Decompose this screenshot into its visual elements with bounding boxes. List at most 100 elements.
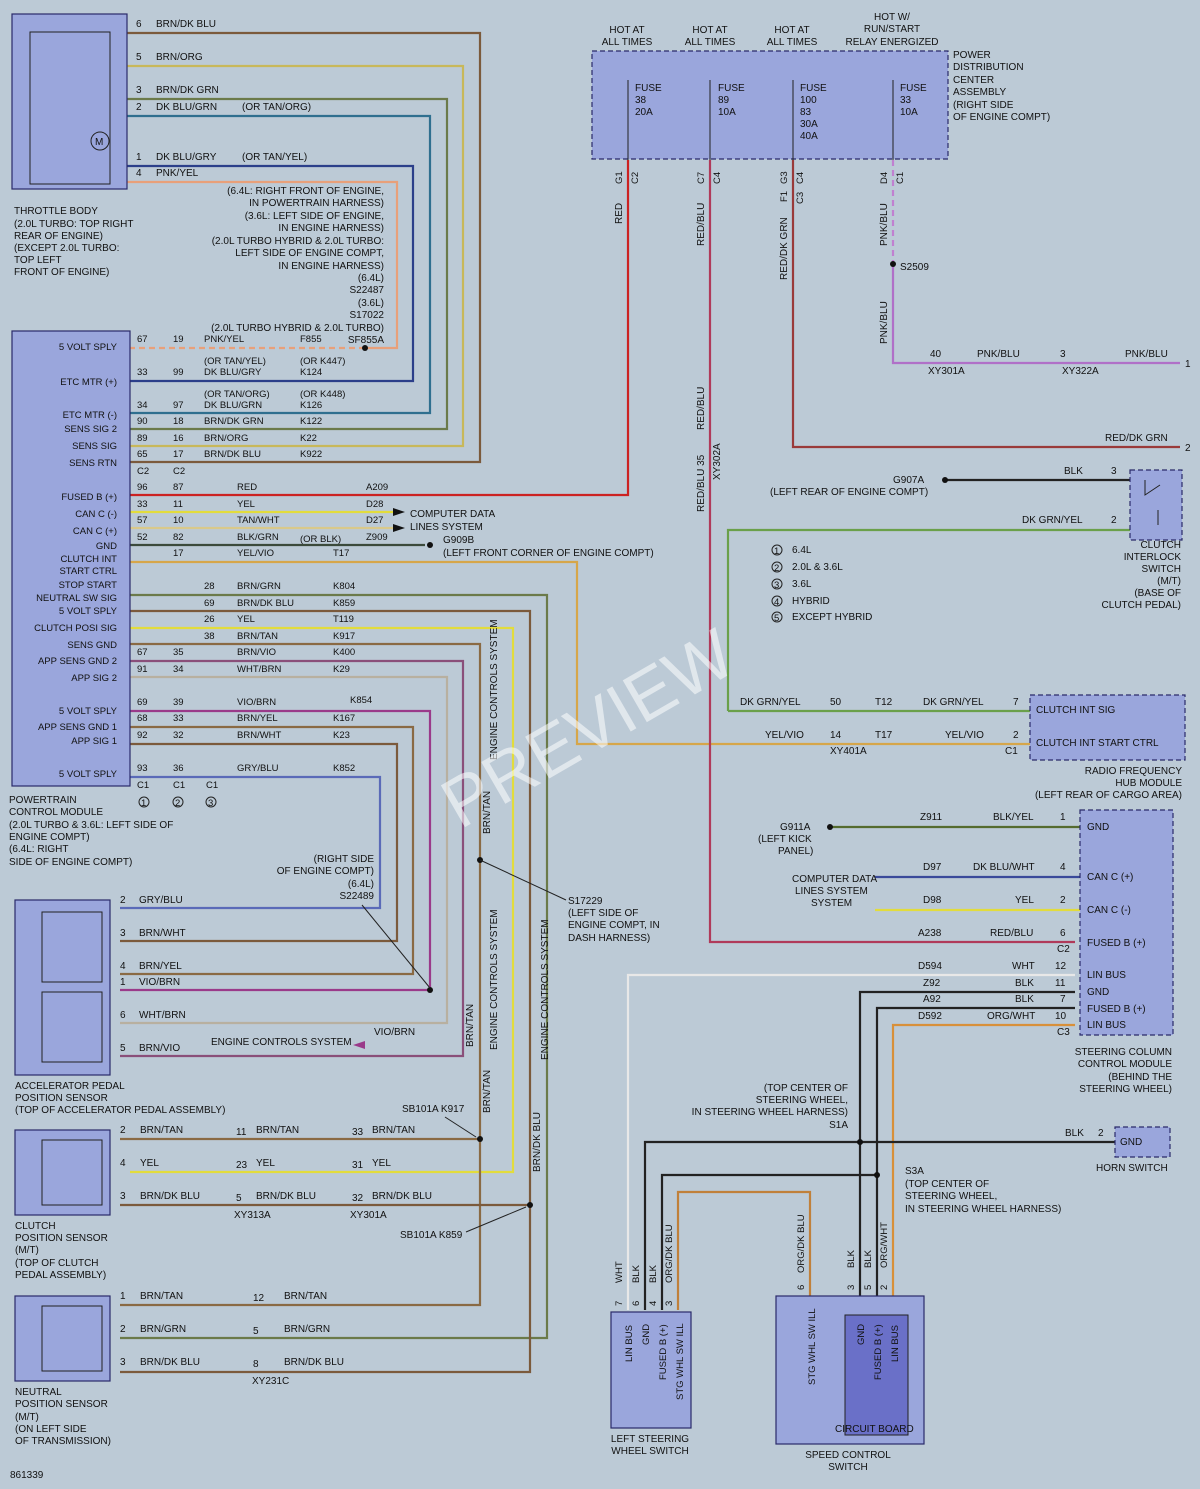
right-wire-labels: 40 PNK/BLU 3 PNK/BLU 1 XY301A XY322A RED…: [740, 349, 1191, 757]
neutral-position-sensor: [14, 1295, 111, 1382]
svg-text:5: 5: [863, 1285, 874, 1290]
svg-text:DK BLU/GRY: DK BLU/GRY: [204, 367, 262, 378]
svg-text:C1: C1: [206, 780, 218, 791]
svg-text:2: 2: [1111, 515, 1117, 526]
svg-text:BRN/DK BLU: BRN/DK BLU: [256, 1191, 316, 1202]
diagram-id: 861339: [10, 1470, 44, 1481]
svg-text:69: 69: [204, 598, 215, 609]
svg-text:F855: F855: [300, 334, 322, 345]
svg-text:K859: K859: [333, 598, 355, 609]
svg-text:CLUTCH INT: CLUTCH INT: [61, 554, 118, 565]
svg-text:8: 8: [253, 1359, 259, 1370]
rfh-pins: CLUTCH INT SIG CLUTCH INT START CTRL: [1036, 705, 1159, 749]
svg-text:WHEEL SWITCH: WHEEL SWITCH: [611, 1446, 688, 1457]
svg-text:FUSED B (+): FUSED B (+): [658, 1324, 669, 1380]
svg-text:FUSED B (+): FUSED B (+): [61, 492, 117, 503]
svg-text:6: 6: [120, 1010, 126, 1021]
svg-text:HOT AT: HOT AT: [774, 25, 809, 36]
svg-text:52: 52: [137, 532, 148, 543]
svg-text:K167: K167: [333, 713, 355, 724]
svg-text:YEL: YEL: [237, 614, 255, 625]
svg-text:D97: D97: [923, 862, 942, 873]
svg-text:1: 1: [120, 977, 126, 988]
svg-text:ALL TIMES: ALL TIMES: [602, 37, 653, 48]
svg-text:BRN/YEL: BRN/YEL: [139, 961, 182, 972]
svg-text:3: 3: [120, 1357, 126, 1368]
pdc-label: POWER DISTRIBUTION CENTER ASSEMBLY (RIGH…: [953, 50, 1050, 123]
svg-text:CLUTCH INT START CTRL: CLUTCH INT START CTRL: [1036, 738, 1159, 749]
svg-text:SENS SIG 2: SENS SIG 2: [64, 424, 117, 435]
svg-text:ENGINE CONTROLS SYSTEM: ENGINE CONTROLS SYSTEM: [489, 909, 500, 1050]
svg-text:BRN/VIO: BRN/VIO: [237, 647, 276, 658]
svg-text:4: 4: [774, 597, 779, 608]
svg-text:11: 11: [173, 499, 183, 510]
svg-text:LINES SYSTEM: LINES SYSTEM: [410, 522, 483, 533]
svg-text:XY322A: XY322A: [1062, 366, 1099, 377]
svg-text:WHT/BRN: WHT/BRN: [237, 664, 281, 675]
svg-text:C3: C3: [795, 192, 806, 204]
svg-text:(EXCEPT 2.0L TURBO:: (EXCEPT 2.0L TURBO:: [14, 243, 119, 254]
svg-text:30A: 30A: [800, 119, 818, 130]
pcm-conn-markers: 1 2 3: [138, 796, 217, 809]
svg-text:XY313A: XY313A: [234, 1210, 271, 1221]
splices: [362, 261, 948, 1208]
svg-text:(RIGHT SIDE: (RIGHT SIDE: [314, 854, 375, 865]
svg-text:SWITCH: SWITCH: [1142, 564, 1181, 575]
svg-text:D28: D28: [366, 499, 383, 510]
svg-text:A238: A238: [918, 928, 942, 939]
svg-text:POSITION SENSOR: POSITION SENSOR: [15, 1093, 108, 1104]
svg-text:CIRCUIT BOARD: CIRCUIT BOARD: [835, 1424, 914, 1435]
svg-text:C1: C1: [137, 780, 149, 791]
svg-text:40A: 40A: [800, 131, 818, 142]
svg-text:GND: GND: [1087, 987, 1109, 998]
svg-text:(BEHIND THE: (BEHIND THE: [1108, 1072, 1172, 1083]
svg-text:57: 57: [137, 515, 148, 526]
svg-text:BLK: BLK: [1064, 466, 1083, 477]
svg-text:(OR BLK): (OR BLK): [300, 534, 341, 545]
svg-text:BLK: BLK: [1015, 978, 1034, 989]
svg-text:32: 32: [173, 730, 184, 741]
svg-text:2: 2: [120, 1324, 126, 1335]
svg-text:ASSEMBLY: ASSEMBLY: [953, 87, 1006, 98]
svg-text:67: 67: [137, 647, 148, 658]
svg-text:(OR TAN/YEL): (OR TAN/YEL): [204, 356, 266, 367]
svg-text:IN STEERING WHEEL HARNESS): IN STEERING WHEEL HARNESS): [692, 1107, 848, 1118]
svg-text:FUSED B (+): FUSED B (+): [1087, 1004, 1146, 1015]
svg-text:CLUTCH PEDAL): CLUTCH PEDAL): [1102, 600, 1181, 611]
svg-text:RED/BLU: RED/BLU: [696, 387, 707, 430]
svg-text:NEUTRAL: NEUTRAL: [15, 1387, 62, 1398]
svg-text:4: 4: [136, 168, 142, 179]
svg-text:OF ENGINE COMPT): OF ENGINE COMPT): [953, 112, 1050, 123]
svg-text:WHT: WHT: [614, 1261, 625, 1283]
svg-text:CLUTCH POSI SIG: CLUTCH POSI SIG: [34, 623, 117, 634]
svg-text:BRN/TAN: BRN/TAN: [482, 1070, 493, 1113]
svg-text:3: 3: [1060, 349, 1066, 360]
svg-text:6: 6: [1060, 928, 1066, 939]
g909b-label: G909B (LEFT FRONT CORNER OF ENGINE COMPT…: [443, 535, 654, 559]
svg-text:C2: C2: [1057, 944, 1070, 955]
sccm-data-label: COMPUTER DATA LINES SYSTEM SYSTEM: [792, 874, 878, 909]
svg-text:DK BLU/GRY: DK BLU/GRY: [156, 152, 217, 163]
svg-text:WHT: WHT: [1012, 961, 1035, 972]
svg-text:S2509: S2509: [900, 262, 929, 273]
svg-text:ALL TIMES: ALL TIMES: [685, 37, 736, 48]
svg-text:GND: GND: [641, 1324, 652, 1345]
svg-text:(OR TAN/ORG): (OR TAN/ORG): [204, 389, 270, 400]
svg-text:5: 5: [136, 52, 142, 63]
svg-text:(LEFT REAR OF ENGINE COMPT): (LEFT REAR OF ENGINE COMPT): [770, 487, 928, 498]
svg-text:BRN/DK BLU: BRN/DK BLU: [237, 598, 294, 609]
svg-text:T12: T12: [875, 697, 893, 708]
svg-text:POSITION SENSOR: POSITION SENSOR: [15, 1233, 108, 1244]
svg-text:XY301A: XY301A: [350, 1210, 387, 1221]
svg-text:10A: 10A: [718, 107, 736, 118]
svg-text:3: 3: [846, 1285, 857, 1290]
svg-text:17: 17: [173, 548, 184, 559]
svg-text:PEDAL ASSEMBLY): PEDAL ASSEMBLY): [15, 1270, 106, 1281]
svg-text:FUSE: FUSE: [635, 83, 662, 94]
svg-text:G907A: G907A: [893, 475, 924, 486]
svg-text:YEL: YEL: [1015, 895, 1034, 906]
svg-text:IN ENGINE HARNESS): IN ENGINE HARNESS): [278, 223, 384, 234]
svg-text:1: 1: [1060, 812, 1066, 823]
svg-text:BRN/TAN: BRN/TAN: [465, 1004, 476, 1047]
